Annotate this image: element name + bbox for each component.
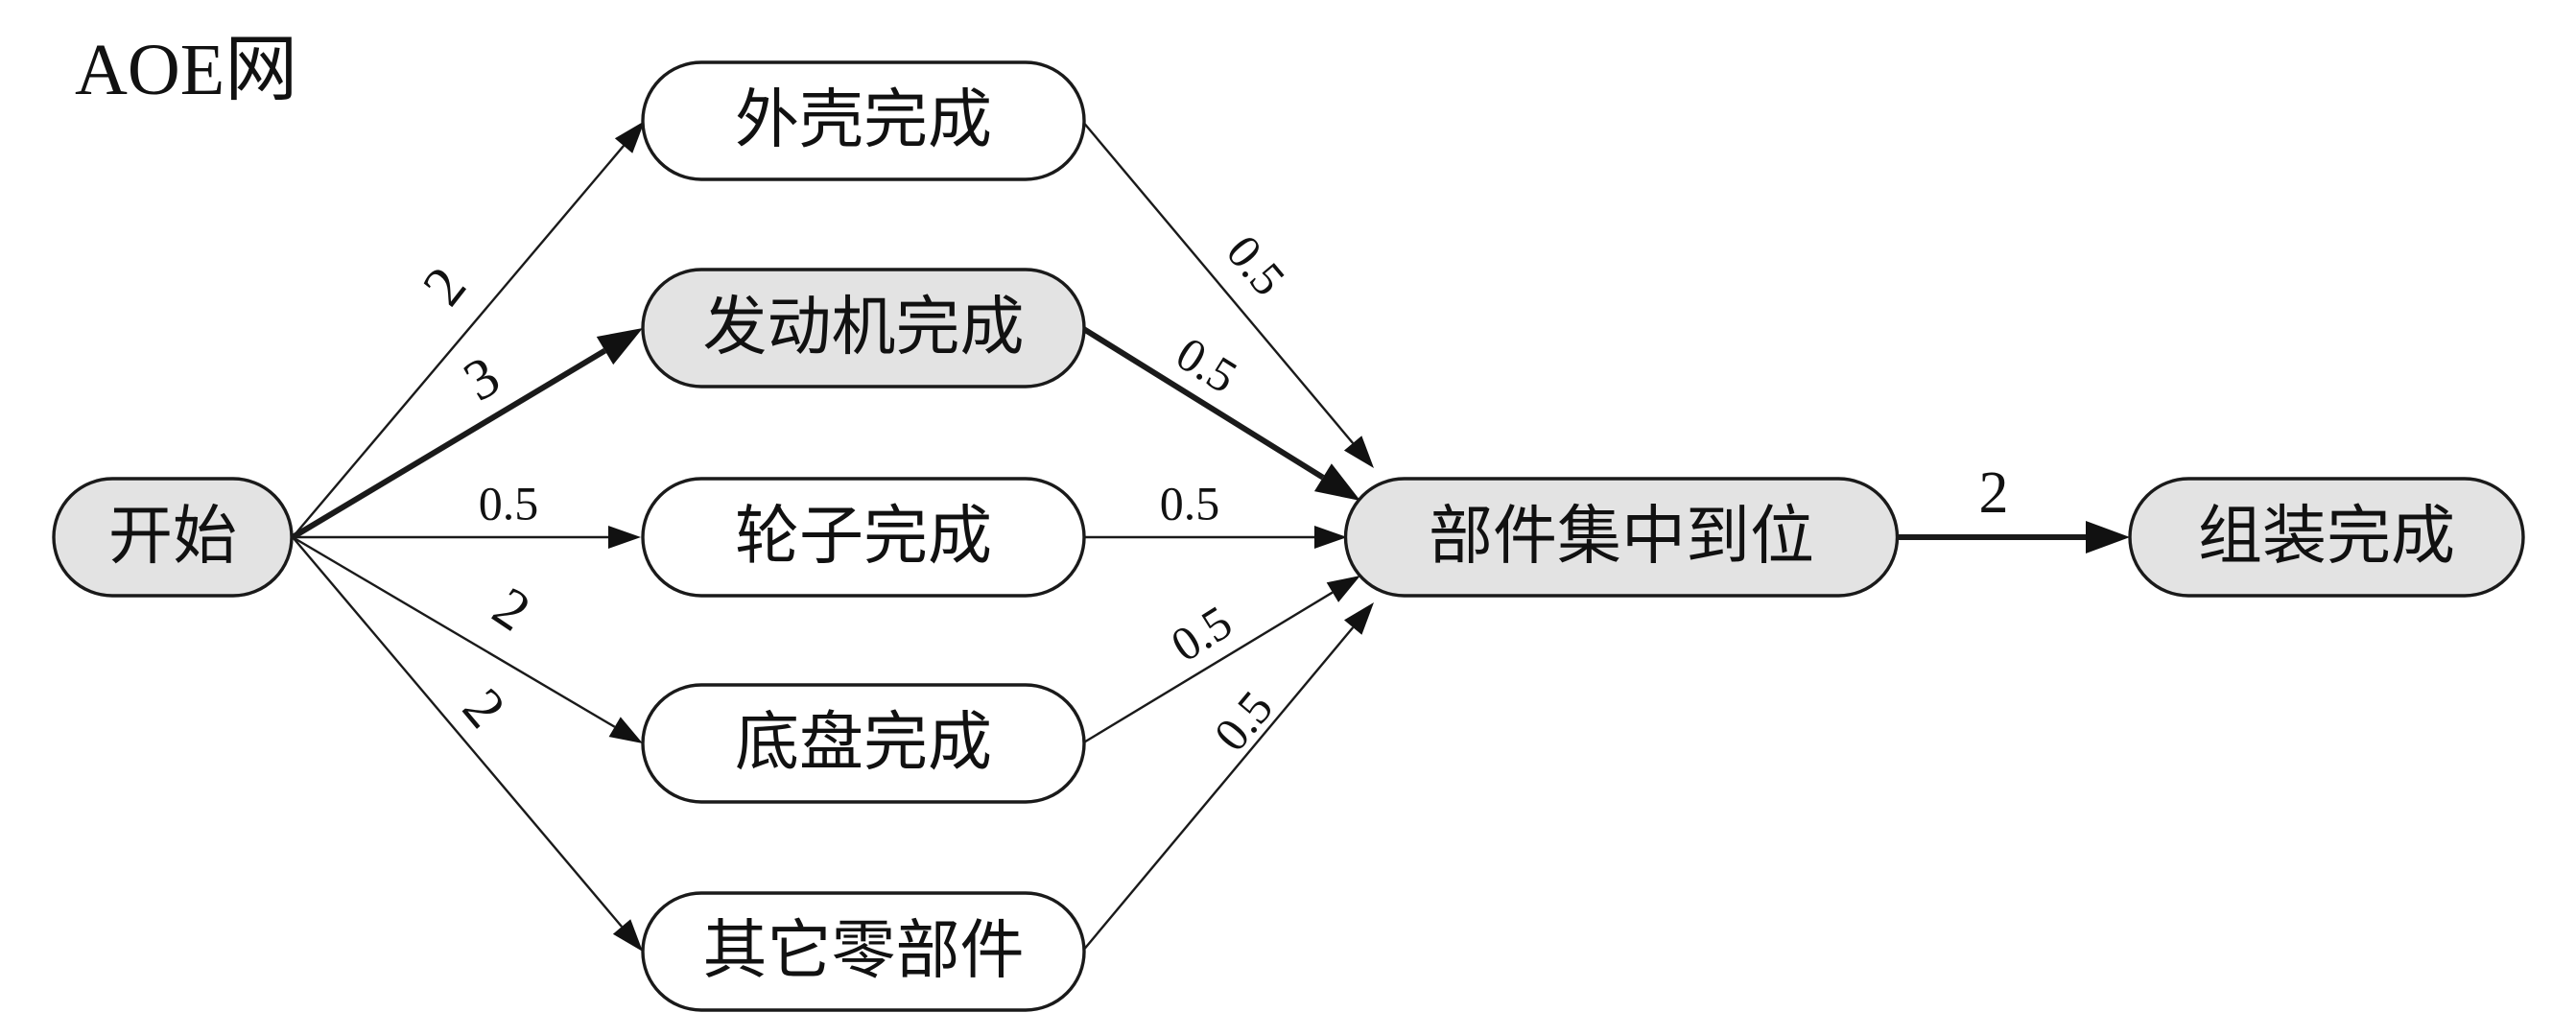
arrowhead [2086, 521, 2130, 553]
arrowhead [612, 919, 643, 952]
edge-start-to-others: 2 [292, 536, 643, 952]
node-others: 其它零部件 [641, 891, 1086, 1012]
node-label: 部件集中到位 [1429, 499, 1814, 574]
node-box [641, 60, 1086, 181]
edge-line [1081, 120, 1355, 444]
edge-start-to-wheels: 0.5 [293, 476, 641, 549]
edge-line [292, 536, 623, 928]
edge-weight-label: 3 [453, 344, 509, 413]
arrowhead [608, 526, 641, 549]
node-box [2128, 477, 2525, 598]
edge-weight-label: 0.5 [479, 476, 539, 530]
node-label: 发动机完成 [703, 290, 1025, 365]
edge-wheels-to-gather: 0.5 [1084, 476, 1347, 549]
node-label: 外壳完成 [735, 82, 992, 157]
arrowhead [1326, 576, 1360, 602]
edge-gather-to-assemble: 2 [1897, 460, 2130, 553]
edge-engine-to-gather: 0.5 [1080, 325, 1360, 501]
edge-line [1081, 591, 1334, 745]
edge-line [292, 145, 625, 538]
arrowhead [1314, 526, 1347, 549]
node-wheels: 轮子完成 [641, 477, 1086, 598]
edge-weight-label: 2 [451, 676, 518, 739]
edge-weight-label: 0.5 [1203, 681, 1283, 762]
arrowhead [614, 121, 645, 153]
node-label: 底盘完成 [735, 705, 992, 780]
node-engine: 发动机完成 [641, 268, 1086, 388]
node-label: 组装完成 [2198, 499, 2455, 574]
edge-line [291, 348, 607, 540]
edge-weight-label: 2 [411, 255, 478, 317]
node-label: 轮子完成 [735, 499, 992, 574]
edge-line [292, 535, 616, 728]
node-box [641, 268, 1086, 388]
node-box [641, 891, 1086, 1012]
arrowhead [1343, 602, 1374, 635]
edge-weight-label: 2 [1979, 460, 2009, 526]
node-start: 开始 [52, 477, 294, 598]
node-label: 其它零部件 [703, 913, 1025, 988]
node-box [1343, 477, 1900, 598]
arrowhead [596, 328, 643, 365]
node-box [641, 683, 1086, 804]
edge-weight-label: 2 [483, 575, 542, 643]
node-label: 开始 [108, 499, 237, 574]
node-shell: 外壳完成 [641, 60, 1086, 181]
edge-weight-label: 0.5 [1162, 595, 1241, 672]
edge-start-to-shell: 2 [292, 121, 645, 538]
diagram-title: AOE网 [75, 30, 297, 110]
arrowhead [1343, 436, 1374, 468]
edge-start-to-engine: 3 [291, 328, 643, 540]
node-box [52, 477, 294, 598]
edge-line [1081, 626, 1355, 953]
node-box [641, 477, 1086, 598]
arrowhead [1313, 463, 1360, 501]
edge-line [1080, 325, 1325, 481]
node-assemble: 组装完成 [2128, 477, 2525, 598]
node-chassis: 底盘完成 [641, 683, 1086, 804]
node-gather: 部件集中到位 [1343, 477, 1900, 598]
arrowhead [608, 717, 643, 743]
edge-weight-label: 0.5 [1160, 476, 1220, 530]
edge-weight-label: 0.5 [1168, 326, 1247, 404]
